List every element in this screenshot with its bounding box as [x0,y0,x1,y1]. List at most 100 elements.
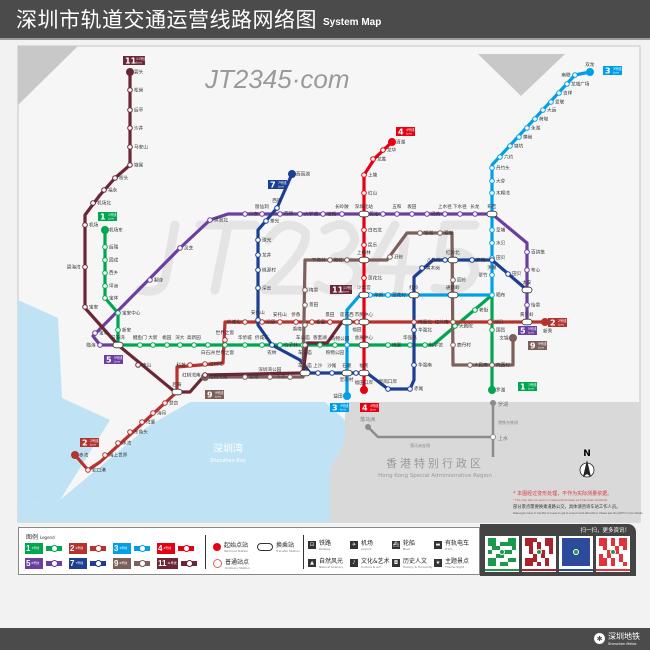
station-marker[interactable] [516,134,522,140]
station-marker[interactable] [489,227,495,233]
station-marker[interactable] [387,254,393,260]
station-marker[interactable] [255,252,261,258]
station-marker[interactable] [102,257,108,263]
station-marker[interactable] [191,342,197,348]
station-marker[interactable] [137,342,143,348]
station-marker[interactable] [361,227,367,233]
station-marker[interactable] [85,467,91,473]
station-marker[interactable] [202,361,208,367]
station-marker[interactable] [82,304,88,310]
station-marker[interactable] [177,342,183,348]
station-marker[interactable] [127,107,133,113]
transfer-station-marker[interactable] [299,369,311,377]
station-marker[interactable] [344,257,350,263]
transfer-station-marker[interactable] [358,369,370,377]
station-marker[interactable] [222,337,228,343]
station-marker[interactable] [361,190,367,196]
transfer-station-marker[interactable] [521,286,533,294]
station-marker[interactable] [259,211,265,217]
station-marker[interactable] [150,342,156,348]
station-marker[interactable] [302,322,308,328]
station-marker[interactable] [147,277,153,283]
station-marker[interactable] [361,172,367,178]
transfer-station-marker[interactable] [358,210,370,218]
transfer-station-marker[interactable] [358,318,370,326]
station-marker[interactable] [407,342,413,348]
station-marker[interactable] [437,230,443,236]
station-marker[interactable] [135,362,141,368]
station-marker[interactable] [259,342,265,348]
transfer-station-marker[interactable] [341,369,353,377]
terminal-station-marker[interactable] [388,138,396,146]
station-marker[interactable] [302,287,308,293]
station-marker[interactable] [489,190,495,196]
transfer-station-marker[interactable] [358,291,370,299]
station-marker[interactable] [127,162,133,168]
station-marker[interactable] [293,319,299,325]
station-marker[interactable] [409,211,415,217]
station-marker[interactable] [532,116,538,122]
transfer-station-marker[interactable] [486,210,498,218]
station-marker[interactable] [424,211,430,217]
station-marker[interactable] [269,342,275,348]
transfer-station-marker[interactable] [358,341,370,349]
hk-station-marker[interactable] [490,434,496,440]
station-marker[interactable] [489,178,495,184]
station-marker[interactable] [394,211,400,217]
station-marker[interactable] [255,317,261,323]
station-marker[interactable] [302,342,308,348]
qr-code[interactable] [522,536,556,572]
station-marker[interactable] [164,342,170,348]
station-marker[interactable] [242,374,248,380]
station-marker[interactable] [177,245,183,251]
station-marker[interactable] [450,277,456,283]
station-marker[interactable] [92,330,98,336]
station-marker[interactable] [489,272,495,278]
station-marker[interactable] [422,342,428,348]
station-marker[interactable] [361,275,367,281]
station-marker[interactable] [467,362,473,368]
station-marker[interactable] [242,342,248,348]
station-marker[interactable] [469,257,475,263]
station-marker[interactable] [82,222,88,228]
station-marker[interactable] [315,370,321,376]
station-marker[interactable] [524,249,530,255]
station-marker[interactable] [320,211,326,217]
station-marker[interactable] [102,270,108,276]
terminal-station-marker[interactable] [343,392,351,400]
station-marker[interactable] [524,302,530,308]
station-marker[interactable] [339,211,345,217]
station-marker[interactable] [524,267,530,273]
station-marker[interactable] [267,374,273,380]
terminal-station-marker[interactable] [488,386,496,394]
station-marker[interactable] [564,81,570,87]
station-marker[interactable] [344,342,350,348]
station-marker[interactable] [489,257,495,263]
station-marker[interactable] [287,374,293,380]
station-marker[interactable] [442,211,448,217]
station-marker[interactable] [385,386,391,392]
station-marker[interactable] [332,342,338,348]
terminal-station-marker[interactable] [360,386,368,394]
transfer-station-marker[interactable] [112,341,124,349]
station-marker[interactable] [548,99,554,105]
station-marker[interactable] [327,257,333,263]
station-marker[interactable] [380,147,386,153]
station-marker[interactable] [115,327,121,333]
station-marker[interactable] [497,154,503,160]
terminal-station-marker[interactable] [126,68,134,76]
station-marker[interactable] [127,125,133,131]
station-marker[interactable] [274,205,280,211]
transfer-station-marker[interactable] [447,291,459,299]
station-marker[interactable] [150,410,156,416]
station-marker[interactable] [329,370,335,376]
qr-code[interactable] [559,536,593,572]
station-marker[interactable] [82,264,88,270]
station-marker[interactable] [222,342,228,348]
station-marker[interactable] [277,319,283,325]
station-marker[interactable] [277,342,283,348]
station-marker[interactable] [317,342,323,348]
station-marker[interactable] [556,90,562,96]
station-marker[interactable] [472,307,478,313]
station-marker[interactable] [450,342,456,348]
